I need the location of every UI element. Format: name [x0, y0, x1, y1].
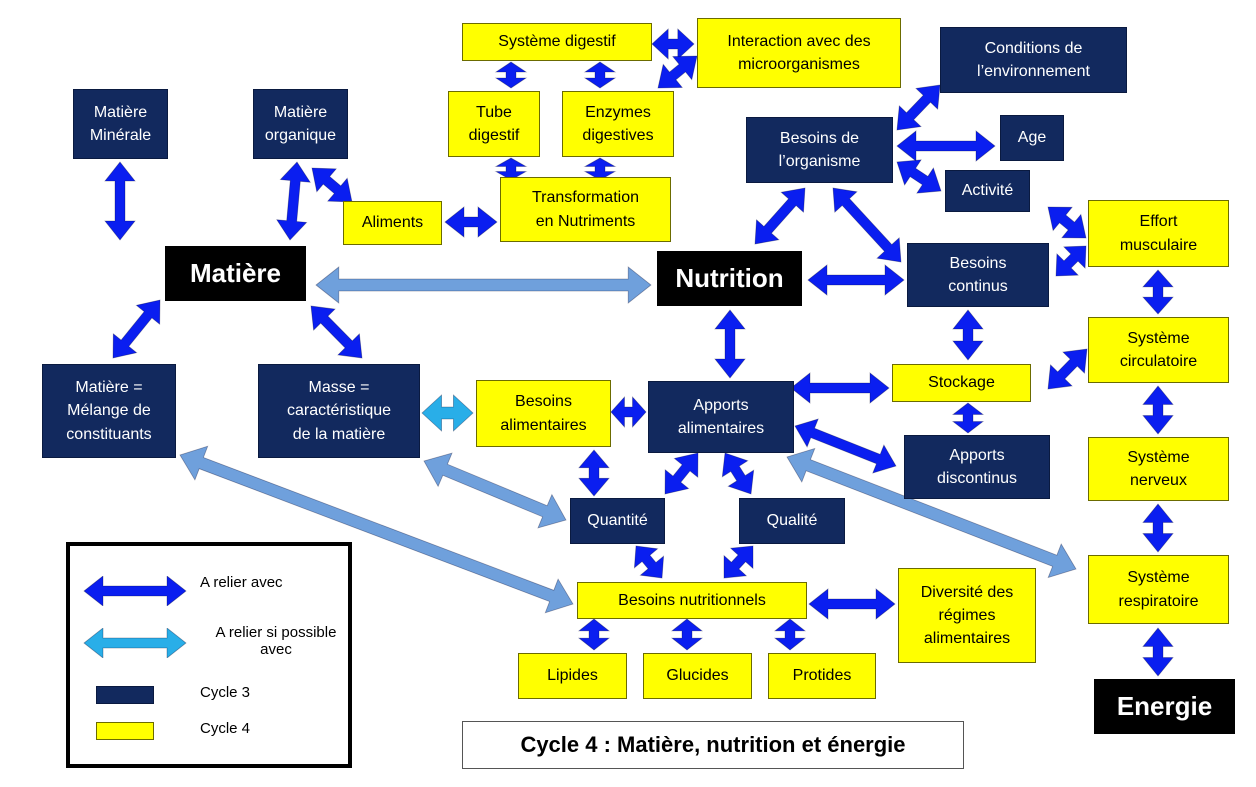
node-effort: Effort musculaire [1088, 200, 1229, 267]
node-lipides: Lipides [518, 653, 627, 699]
arrow-qualite-nutritionnels [723, 545, 754, 579]
arrow-melange-nutritionnels [179, 445, 574, 614]
legend-cycle3-swatch [96, 686, 154, 704]
node-protides: Protides [768, 653, 876, 699]
arrow-digestif-enzymes [583, 61, 617, 89]
arrow-circulatoire-stockage [1047, 348, 1088, 390]
arrow-apports-stockage [790, 372, 890, 404]
node-nutrition: Nutrition [657, 251, 802, 306]
arrow-digestif-tube [494, 61, 528, 89]
arrow-organique-matiere [276, 161, 311, 241]
node-glucides: Glucides [643, 653, 752, 699]
arrow-besoins-activite [896, 159, 942, 194]
arrow-nutritionnels-diversite [808, 588, 896, 620]
node-interaction: Interaction avec des microorganismes [697, 18, 901, 88]
node-besoins-organisme: Besoins de l’organisme [746, 117, 893, 183]
node-transformation: Transformation en Nutriments [500, 177, 671, 242]
arrow-nerveux-respiratoire [1142, 503, 1174, 553]
legend-optional-line2: avec [260, 641, 292, 658]
node-quantite: Quantité [570, 498, 665, 544]
arrow-besoins-conditions [896, 84, 941, 131]
arrow-enzymes-interaction [657, 55, 698, 89]
legend-arrow-optional-shape [83, 628, 187, 658]
arrow-masse-quantite [423, 452, 567, 529]
arrow-stockage-discontinus [951, 402, 985, 434]
node-matiere-organique: Matière organique [253, 89, 348, 159]
arrow-digestif-interaction [651, 28, 695, 60]
legend-arrow-required-shape [83, 576, 187, 606]
arrow-besoinsali-apports [610, 395, 647, 429]
legend-cycle4-label: Cycle 4 [200, 720, 251, 737]
diagram-title: Cycle 4 : Matière, nutrition et énergie [462, 721, 964, 769]
node-matiere-minerale: Matière Minérale [73, 89, 168, 159]
arrow-besoinsali-quantite [578, 449, 610, 497]
node-apports-discontinus: Apports discontinus [904, 435, 1050, 499]
node-qualite: Qualité [739, 498, 845, 544]
arrow-circulatoire-nerveux [1142, 385, 1174, 435]
arrow-apports-quantite [664, 452, 699, 495]
node-besoins-nutritionnels: Besoins nutritionnels [577, 582, 807, 619]
legend-required-arrow [83, 576, 187, 606]
arrow-effort-circulatoire [1142, 269, 1174, 315]
arrow-besoins-nutrition [754, 187, 806, 245]
arrow-masse-besoinsali [421, 394, 474, 432]
node-stockage: Stockage [892, 364, 1031, 402]
node-tube-digestif: Tube digestif [448, 91, 540, 157]
node-activite: Activité [945, 170, 1030, 212]
arrow-nutritionnels-protides [773, 618, 807, 651]
node-systeme-digestif: Système digestif [462, 23, 652, 61]
arrow-effort-continus [1055, 245, 1087, 277]
node-energie: Energie [1094, 679, 1235, 734]
node-enzymes: Enzymes digestives [562, 91, 674, 157]
legend-optional-label: A relier si possible avec [206, 624, 346, 658]
arrow-organique-aliments [311, 167, 353, 203]
arrow-apports-respiratoire [786, 447, 1077, 579]
arrow-nutritionnels-lipides [577, 618, 611, 651]
arrow-quantite-nutritionnels [633, 545, 665, 579]
arrow-apports-qualite [721, 452, 755, 495]
arrow-continus-stockage [952, 309, 984, 361]
arrow-aliments-transformation [444, 206, 498, 238]
node-aliments: Aliments [343, 201, 442, 245]
legend-cycle4-swatch [96, 722, 154, 740]
node-diversite: Diversité des régimes alimentaires [898, 568, 1036, 663]
node-systeme-respiratoire: Système respiratoire [1088, 555, 1229, 624]
arrow-apports-discontinus [794, 418, 897, 474]
arrow-activite-effort [1047, 206, 1087, 239]
arrow-respiratoire-energie [1142, 627, 1174, 677]
node-masse: Masse = caractéristique de la matière [258, 364, 420, 458]
node-besoins-continus: Besoins continus [907, 243, 1049, 307]
node-matiere: Matière [165, 246, 306, 301]
arrow-nutrition-apports [714, 309, 746, 379]
node-age: Age [1000, 115, 1064, 161]
arrow-besoins-continus [832, 187, 902, 263]
arrow-nutritionnels-glucides [670, 618, 704, 651]
arrow-besoins-age [896, 130, 996, 162]
node-systeme-circulatoire: Système circulatoire [1088, 317, 1229, 383]
node-melange: Matière = Mélange de constituants [42, 364, 176, 458]
arrow-minerale-matiere [104, 161, 136, 241]
arrow-matiere-nutrition [315, 266, 652, 304]
legend-cycle3-label: Cycle 3 [200, 684, 251, 701]
legend-optional-line1: A relier si possible [215, 624, 337, 641]
node-apports-alimentaires: Apports alimentaires [648, 381, 794, 453]
arrow-matiere-masse [310, 305, 363, 359]
node-conditions-env: Conditions de l’environnement [940, 27, 1127, 93]
legend: A relier avec A relier si possible avec … [66, 542, 352, 768]
node-besoins-alimentaires: Besoins alimentaires [476, 380, 611, 447]
arrow-matiere-melange [112, 299, 161, 359]
legend-required-label: A relier avec [200, 574, 283, 591]
node-systeme-nerveux: Système nerveux [1088, 437, 1229, 501]
legend-optional-arrow [83, 628, 187, 658]
arrow-nutrition-continus [807, 264, 905, 296]
